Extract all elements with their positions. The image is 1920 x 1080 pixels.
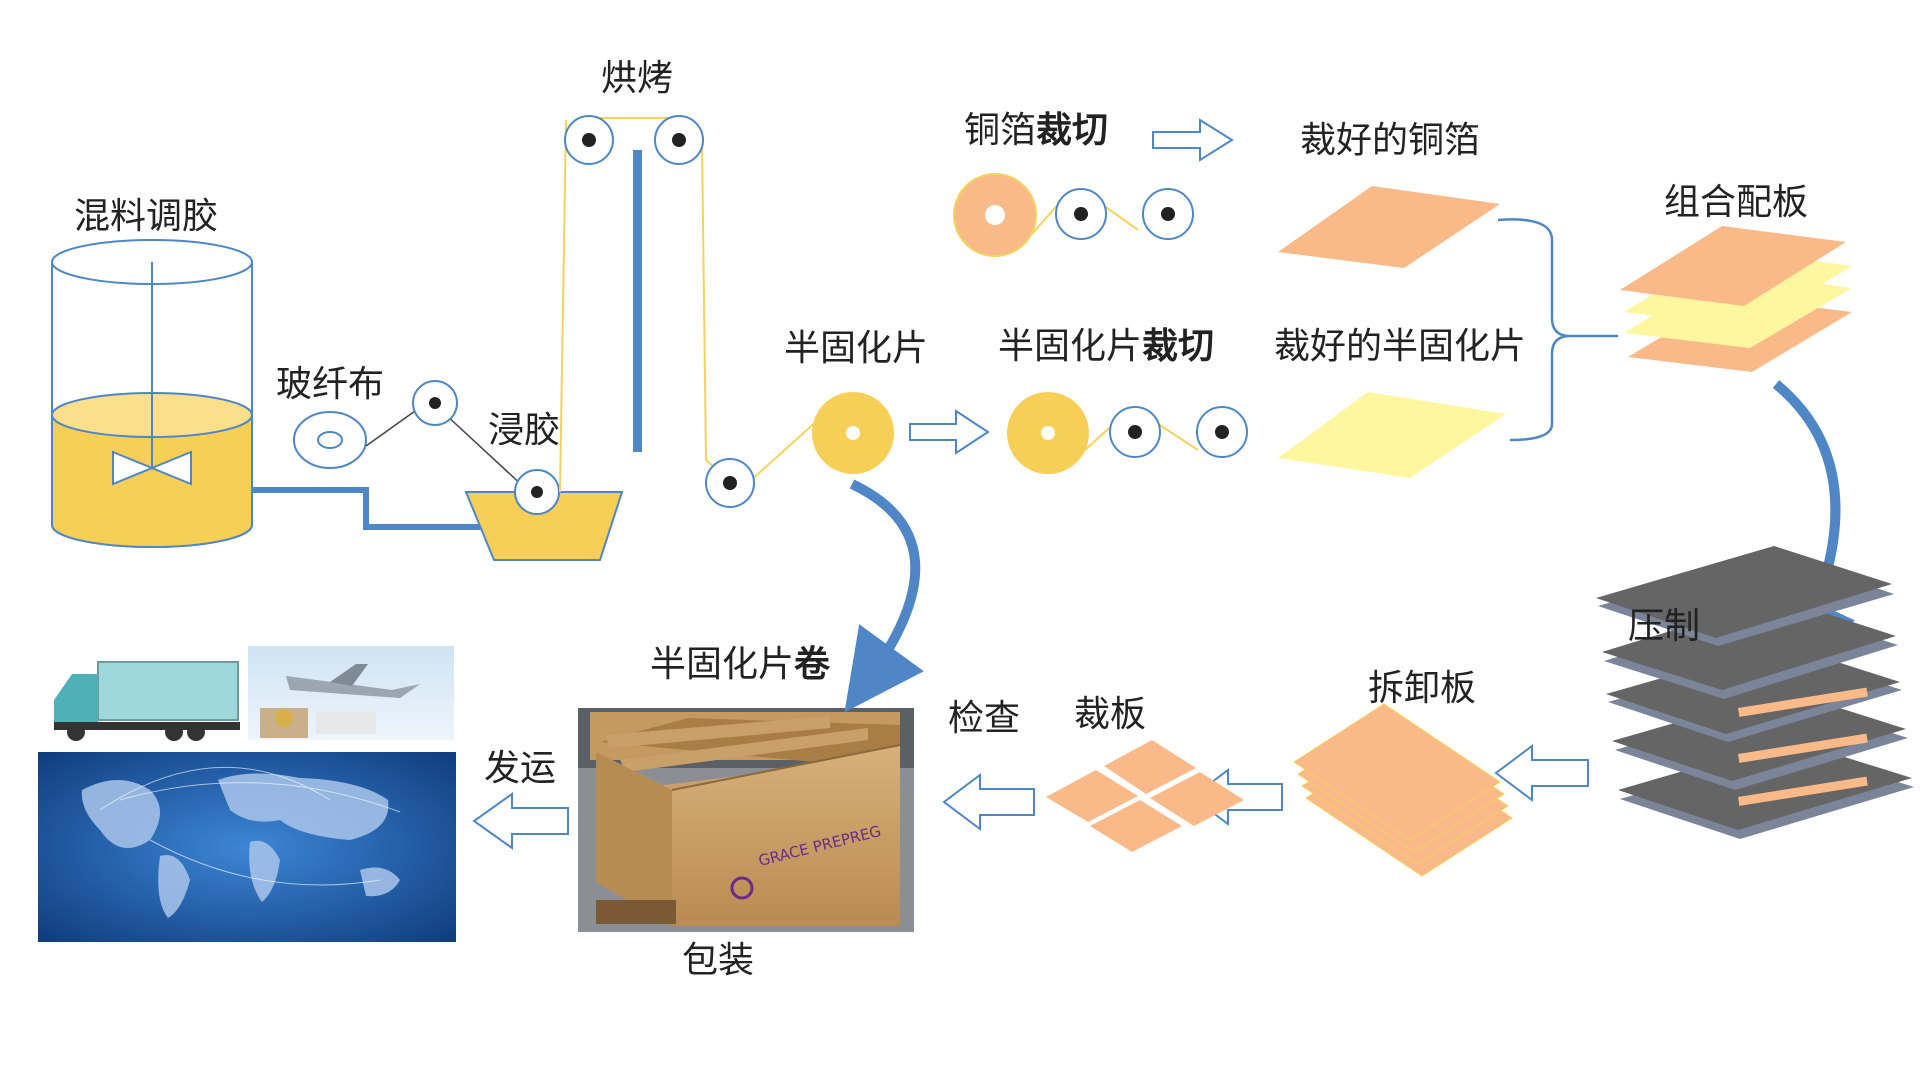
label-roll: 半固化片卷 bbox=[650, 644, 831, 685]
copper-cut-roller-1 bbox=[1055, 188, 1107, 240]
baking-path bbox=[559, 117, 819, 493]
mixing-tank-icon bbox=[51, 239, 253, 548]
label-prepreg-cut-a: 半固化片 bbox=[998, 326, 1142, 367]
bottom-roller bbox=[705, 458, 755, 508]
label-baking: 烘烤 bbox=[601, 58, 673, 99]
cloth-line bbox=[365, 405, 526, 489]
label-mixing: 混料调胶 bbox=[74, 196, 218, 237]
label-packing: 包装 bbox=[682, 940, 754, 981]
resin-pipe bbox=[252, 487, 484, 530]
label-inspect: 检查 bbox=[948, 698, 1020, 739]
label-prepreg-cut-b: 裁切 bbox=[1142, 326, 1214, 367]
arrow-prepreg-to-roll bbox=[844, 479, 924, 713]
arrow-pack-to-ship bbox=[472, 792, 569, 850]
label-glass-cloth: 玻纤布 bbox=[276, 364, 384, 405]
baking-heater bbox=[633, 150, 642, 452]
glass-cloth-roll-icon bbox=[293, 411, 367, 469]
cardboard-box-icon: GRACE PREPREG bbox=[578, 708, 914, 932]
label-cut-prepreg: 裁好的半固化片 bbox=[1274, 326, 1526, 367]
label-prepreg: 半固化片 bbox=[784, 328, 928, 369]
breakdown-sheets-icon bbox=[1293, 703, 1513, 877]
label-shipping: 发运 bbox=[484, 748, 556, 789]
prepreg-cut-roller-2 bbox=[1196, 406, 1248, 458]
label-copper-cut-b: 裁切 bbox=[1036, 110, 1108, 151]
label-roll-b: 卷 bbox=[794, 644, 831, 685]
label-trim: 裁板 bbox=[1074, 694, 1146, 735]
label-impregnation: 浸胶 bbox=[488, 410, 560, 451]
label-prepreg-cut: 半固化片裁切 bbox=[998, 326, 1214, 367]
truck-icon bbox=[54, 661, 240, 741]
top-roller-left bbox=[564, 115, 614, 165]
label-copper-cut: 铜箔裁切 bbox=[964, 110, 1108, 151]
label-cut-copper: 裁好的铜箔 bbox=[1300, 120, 1480, 161]
guide-roller bbox=[412, 380, 458, 426]
prepreg-roll-icon bbox=[812, 392, 894, 474]
arrow-to-cut-copper bbox=[1152, 118, 1234, 162]
press-stack-icon bbox=[1596, 546, 1914, 839]
arrow-press-to-breakdown bbox=[1494, 744, 1589, 802]
layup-stack-icon bbox=[1620, 226, 1852, 372]
cut-prepreg-sheet bbox=[1278, 392, 1506, 478]
arrow-trim-to-pack bbox=[942, 773, 1035, 831]
prepreg-cut-roller-1 bbox=[1109, 406, 1161, 458]
airplane-icon bbox=[248, 646, 454, 740]
world-map-icon bbox=[38, 752, 456, 942]
top-roller-right bbox=[654, 115, 704, 165]
label-layup: 组合配板 bbox=[1664, 182, 1808, 223]
label-copper-cut-a: 铜箔 bbox=[964, 110, 1036, 151]
arrow-to-prepreg-cut bbox=[909, 409, 990, 455]
combine-bracket bbox=[1497, 218, 1618, 442]
label-roll-a: 半固化片 bbox=[650, 644, 794, 685]
dip-roller bbox=[514, 469, 560, 515]
prepreg-cut-roll-icon bbox=[1007, 392, 1089, 474]
trimmed-panels-icon bbox=[1046, 740, 1244, 852]
copper-foil-roll-icon bbox=[953, 173, 1037, 257]
resin-bath-icon bbox=[464, 491, 624, 561]
label-press: 压制 bbox=[1628, 606, 1700, 647]
label-breakdown: 拆卸板 bbox=[1368, 668, 1476, 709]
copper-cut-roller-2 bbox=[1142, 188, 1194, 240]
cut-copper-sheet bbox=[1278, 186, 1500, 268]
